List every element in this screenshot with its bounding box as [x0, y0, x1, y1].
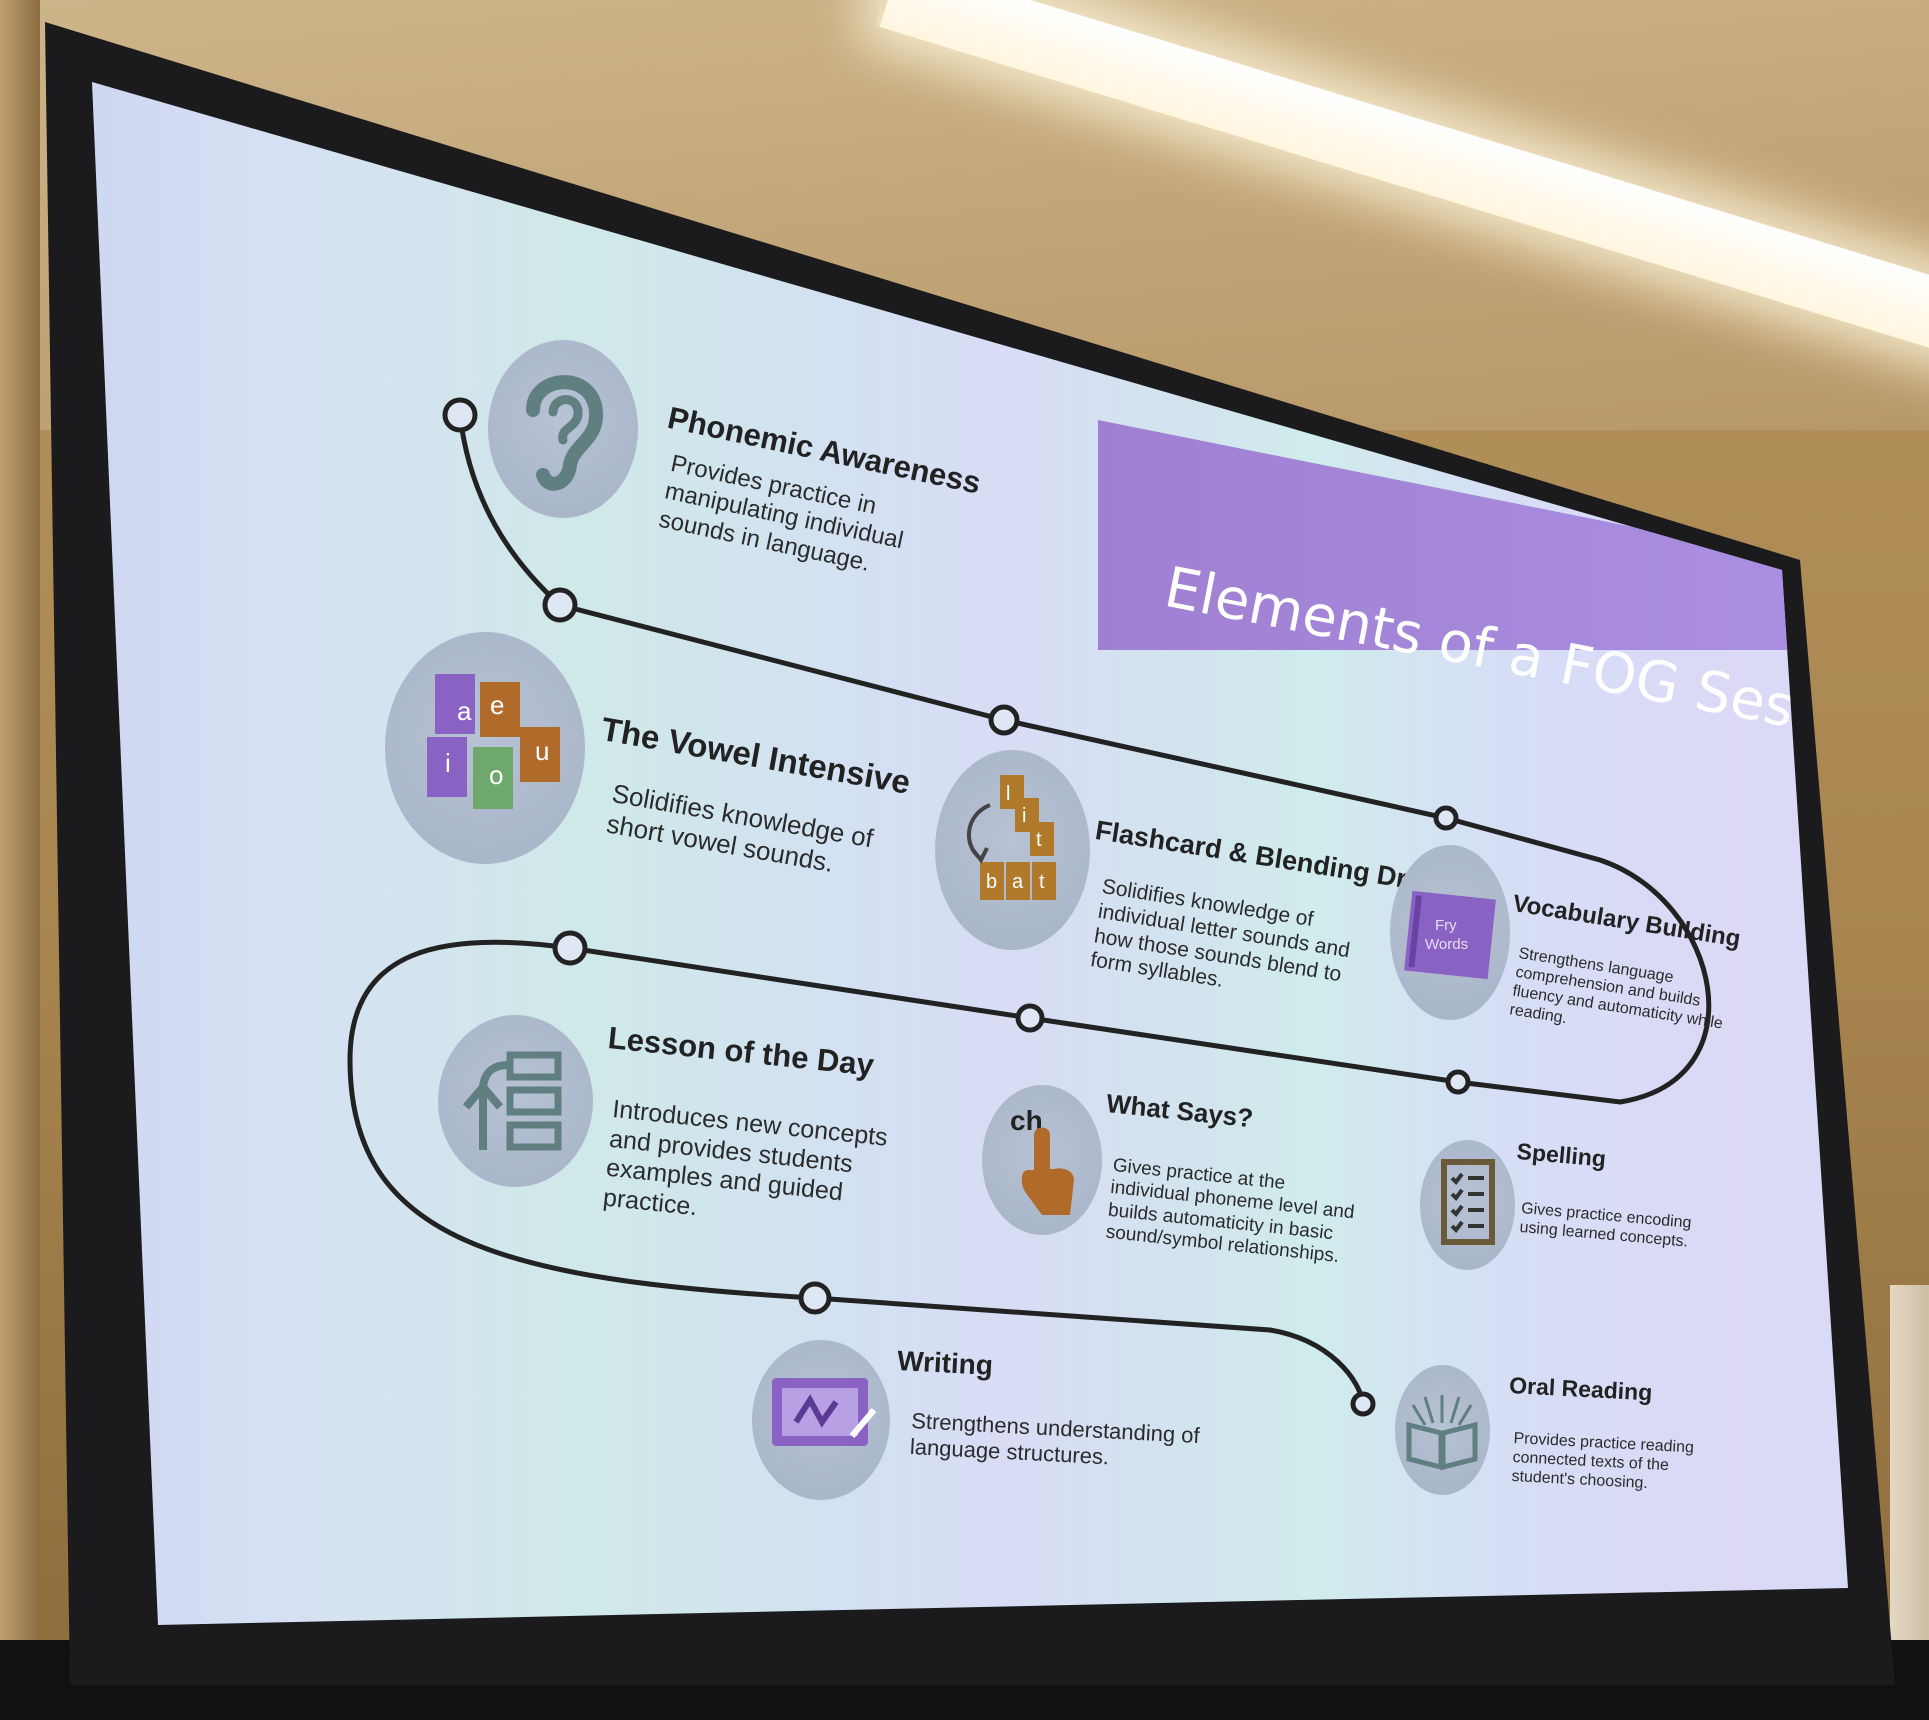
left-wall: [0, 0, 40, 1720]
path-node: [798, 1281, 832, 1315]
path-node: [442, 397, 478, 433]
svg-text:a: a: [457, 696, 472, 726]
pointing-hand-icon: ch: [982, 1085, 1102, 1235]
path-node: [552, 930, 588, 966]
wall-pillar: [1890, 1285, 1929, 1705]
path-node: [1350, 1391, 1376, 1417]
ear-icon: [488, 340, 638, 518]
writing-heading: Writing: [896, 1345, 994, 1381]
svg-text:t: t: [1036, 829, 1042, 851]
letter-blocks-icon: l i t b a t: [935, 750, 1090, 950]
lesson-steps-icon: [438, 1015, 593, 1187]
path-node: [988, 704, 1020, 736]
vowel-tiles-icon: a e i o u: [385, 632, 585, 864]
tablet-writing-icon: [752, 1340, 890, 1500]
svg-text:a: a: [1012, 871, 1024, 893]
open-book-icon: [1395, 1365, 1490, 1495]
svg-text:Words: Words: [1425, 936, 1468, 953]
svg-text:Fry: Fry: [1435, 917, 1457, 934]
svg-text:o: o: [489, 760, 503, 790]
path-node: [1433, 805, 1459, 831]
oral-reading-description: Provides practice reading connected text…: [1511, 1430, 1695, 1492]
path-node: [1445, 1069, 1471, 1095]
path-node: [542, 587, 578, 623]
svg-text:i: i: [1022, 805, 1026, 827]
path-node: [1015, 1003, 1045, 1033]
svg-text:b: b: [986, 871, 997, 893]
svg-text:t: t: [1039, 871, 1045, 893]
svg-text:u: u: [535, 736, 549, 766]
svg-text:e: e: [490, 690, 504, 720]
svg-text:i: i: [445, 748, 451, 778]
svg-text:l: l: [1006, 783, 1010, 805]
checklist-icon: [1420, 1140, 1515, 1270]
fry-words-book-icon: Fry Words: [1390, 845, 1510, 1020]
